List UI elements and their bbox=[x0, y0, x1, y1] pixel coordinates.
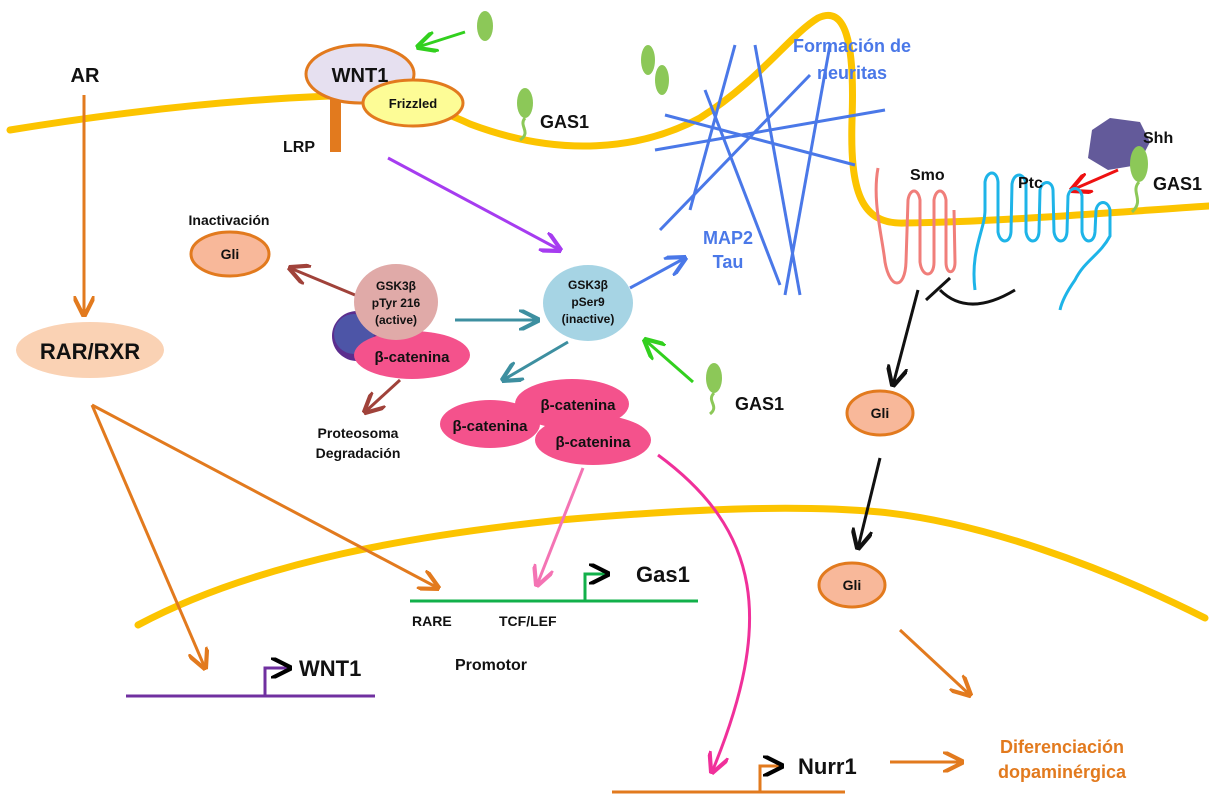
rar-rxr-label: RAR/RXR bbox=[40, 339, 140, 364]
frizzled-receptor bbox=[361, 78, 465, 128]
neurite-formation-line2: neuritas bbox=[817, 63, 887, 83]
rar-rxr-receptor bbox=[16, 322, 164, 378]
gsk-inactive-line2: pSer9 bbox=[571, 295, 605, 309]
promoter-label: Promotor bbox=[455, 657, 527, 674]
arrow-gas1-to-gsk bbox=[645, 340, 694, 384]
gas1-protein-middle bbox=[706, 363, 722, 416]
gsk-inactive-line3: (inactive) bbox=[562, 312, 615, 326]
gas1-protein-membrane bbox=[517, 88, 533, 142]
wnt1-gene-label: WNT1 bbox=[299, 656, 361, 681]
gli-nucleus-label: Gli bbox=[843, 577, 862, 593]
proteasome-line2: Degradación bbox=[316, 445, 401, 461]
ptc-inhibits-smo bbox=[938, 288, 1016, 306]
gas1-gene-label: Gas1 bbox=[636, 562, 690, 587]
gli-nucleus bbox=[817, 561, 887, 609]
gsk3b-active bbox=[354, 264, 438, 340]
smo-label: Smo bbox=[910, 167, 945, 184]
gsk3b-inactive bbox=[543, 265, 633, 341]
wnt1-label: WNT1 bbox=[332, 65, 389, 87]
lrp-label: LRP bbox=[283, 139, 315, 156]
gas1-right-label: GAS1 bbox=[1153, 174, 1202, 194]
ar-label: AR bbox=[71, 65, 100, 87]
beta-catenin-1-label: β-catenina bbox=[452, 418, 528, 435]
beta-catenin-complex bbox=[354, 331, 470, 379]
gsk-active-line2: pTyr 216 bbox=[372, 296, 421, 310]
map2-label: MAP2 bbox=[703, 228, 753, 248]
ptc-receptor bbox=[972, 171, 1112, 311]
inactivation-label: Inactivación bbox=[189, 212, 270, 228]
arrow-gli-to-nucleus bbox=[858, 457, 882, 548]
arrow-wnt-to-gsk-inactive bbox=[387, 156, 560, 250]
beta-catenin-3 bbox=[535, 415, 651, 465]
arrow-gas1-to-ptc bbox=[1072, 168, 1119, 190]
tau-label: Tau bbox=[713, 252, 744, 272]
gli-cytoplasm bbox=[845, 389, 915, 437]
gas1-membrane-label: GAS1 bbox=[540, 112, 589, 132]
gsk-active-line1: GSK3β bbox=[376, 279, 416, 293]
arrow-rar-to-wnt1-gene bbox=[90, 404, 205, 668]
beta-catenin-2-label: β-catenina bbox=[540, 397, 616, 414]
gas1-tss-arrow bbox=[583, 574, 608, 601]
lrp-receptor bbox=[330, 80, 341, 152]
proteasome-line1: Proteosoma bbox=[318, 425, 399, 441]
inhibition-bar bbox=[924, 276, 952, 302]
gsk-inactive-line1: GSK3β bbox=[568, 278, 608, 292]
arrow-gli-to-differentiation bbox=[898, 628, 970, 695]
arrow-complex-to-proteasome bbox=[365, 378, 402, 412]
nuclear-membrane bbox=[134, 504, 1209, 629]
gli-inactive-label: Gli bbox=[221, 246, 240, 262]
frizzled-label: Frizzled bbox=[389, 96, 437, 111]
gli-inactive bbox=[189, 230, 271, 278]
gas1-protein-right bbox=[1130, 146, 1148, 214]
arrow-inactive-to-beta-catenin bbox=[503, 340, 569, 380]
nurr1-label: Nurr1 bbox=[798, 754, 857, 779]
arrow-rar-to-rare bbox=[91, 403, 438, 588]
gas1-protein-pair bbox=[641, 45, 669, 95]
smo-receptor bbox=[874, 167, 957, 285]
neurite-formation-line1: Formación de bbox=[793, 36, 911, 56]
rare-label: RARE bbox=[412, 613, 452, 629]
gli-cytoplasm-label: Gli bbox=[871, 405, 890, 421]
gas1-middle-label: GAS1 bbox=[735, 394, 784, 414]
gas1-protein-top bbox=[477, 11, 493, 41]
arrow-gas1-to-wnt1 bbox=[418, 30, 466, 47]
wnt1-tss-arrow bbox=[233, 668, 290, 698]
shh-label: Shh bbox=[1143, 130, 1173, 147]
differentiation-line2: dopaminérgica bbox=[998, 762, 1127, 782]
arrow-gsk-to-gli-inactive bbox=[290, 268, 356, 297]
arrow-smo-to-gli bbox=[893, 289, 920, 385]
differentiation-line1: Diferenciación bbox=[1000, 737, 1124, 757]
beta-catenin-1 bbox=[440, 400, 540, 448]
gsk-active-line3: (active) bbox=[375, 313, 417, 327]
tcf-lef-label: TCF/LEF bbox=[499, 613, 557, 629]
cytoskeleton-filaments bbox=[654, 44, 886, 296]
beta-catenin-3-label: β-catenina bbox=[555, 434, 631, 451]
nurr1-tss-arrow bbox=[738, 766, 782, 794]
beta-catenin-complex-label: β-catenina bbox=[374, 349, 450, 366]
arrow-beta-catenin-to-nurr1 bbox=[657, 453, 752, 772]
arrow-beta-catenin-to-tcf bbox=[537, 467, 585, 585]
arrow-gsk-to-map2 bbox=[629, 258, 685, 290]
ptc-label: Ptc bbox=[1018, 175, 1043, 192]
